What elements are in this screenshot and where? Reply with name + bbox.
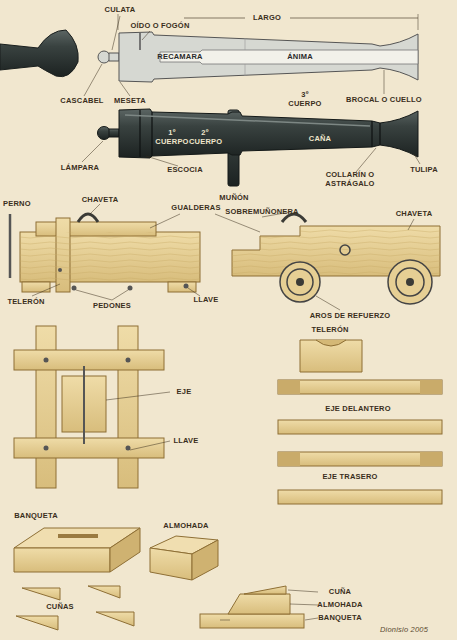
part-label: TULIPA	[410, 166, 438, 175]
part-label: 3º CUERPO	[285, 91, 325, 108]
part-label: ALMOHADA	[163, 522, 208, 531]
part-label: GUALDERAS	[171, 204, 220, 213]
part-label: CULATA	[105, 6, 136, 15]
part-label: 2º CUERPO	[189, 129, 221, 146]
part-label: PERNO	[3, 200, 31, 209]
part-label: 1º CUERPO	[155, 129, 189, 146]
part-label: CUÑA	[329, 588, 351, 597]
part-label: TELERÓN	[311, 326, 348, 335]
part-label: BROCAL O CUELLO	[346, 96, 422, 105]
part-label: MUÑÓN	[219, 194, 248, 203]
part-label: CHAVETA	[396, 210, 433, 219]
part-label: EJE DELANTERO	[325, 405, 391, 414]
part-label: Dionisio 2005	[380, 626, 428, 635]
part-label: CUÑAS	[46, 603, 74, 612]
part-label: ALMOHADA	[317, 601, 362, 610]
part-label: LÁMPARA	[61, 164, 99, 173]
part-label: TELERÓN	[7, 298, 44, 307]
part-label: PEDONES	[93, 302, 131, 311]
part-label: COLLARÍN O ASTRÁGALO	[315, 171, 385, 188]
part-label: SOBREMUÑONERA	[225, 208, 298, 217]
part-label: RECAMARA	[157, 53, 202, 62]
part-label: LLAVE	[193, 296, 218, 305]
part-label: CAÑA	[309, 135, 331, 144]
part-label: LLAVE	[173, 437, 198, 446]
part-label: BANQUETA	[318, 614, 362, 623]
part-label: CASCABEL	[60, 97, 103, 106]
part-label: AROS DE REFUERZO	[310, 312, 391, 321]
part-label: EJE	[177, 388, 192, 397]
part-label: LARGO	[253, 14, 281, 23]
part-label: MESETA	[114, 97, 146, 106]
part-label: OÍDO O FOGÓN	[130, 22, 189, 31]
part-label: EJE TRASERO	[322, 473, 377, 482]
part-label: BANQUETA	[14, 512, 58, 521]
part-label: CHAVETA	[82, 196, 119, 205]
part-label: ESCOCIA	[167, 166, 203, 175]
part-label: ÁNIMA	[287, 53, 313, 62]
